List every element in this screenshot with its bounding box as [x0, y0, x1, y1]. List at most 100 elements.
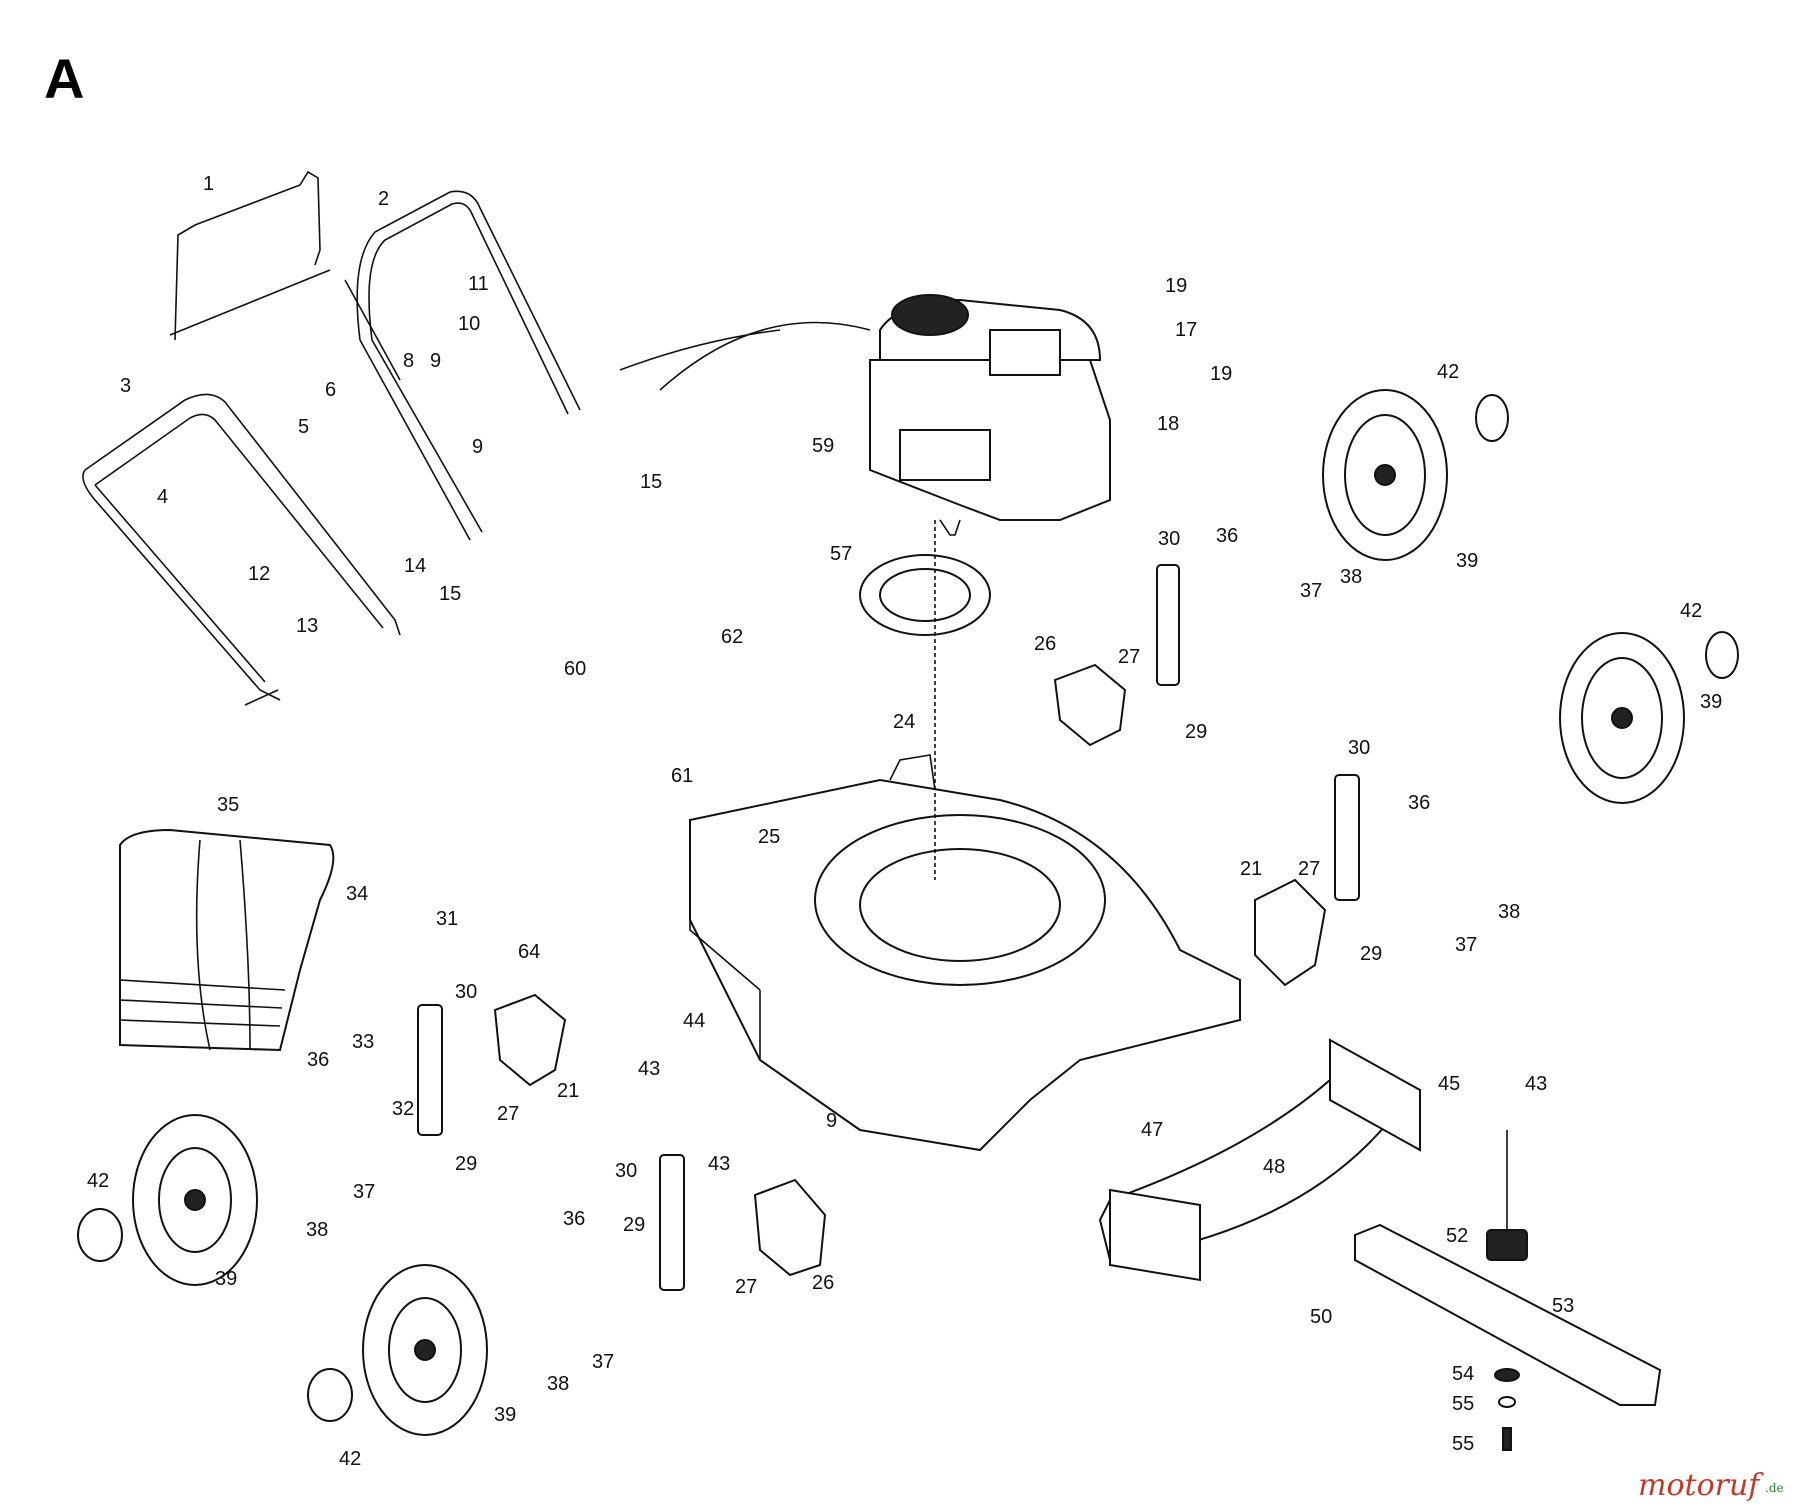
- handle-upper-part-1: [169, 170, 331, 341]
- skirt-part-47-right: [1329, 1038, 1421, 1152]
- callout-26a: 26: [1034, 633, 1056, 655]
- callout-39b: 39: [1700, 691, 1722, 713]
- sheet-label: A: [44, 47, 84, 110]
- callout-31: 31: [436, 908, 458, 930]
- callout-9: 9: [430, 350, 441, 372]
- callout-9c: 9: [826, 1110, 837, 1132]
- callout-21b: 21: [557, 1080, 579, 1102]
- callout-10: 10: [458, 313, 480, 335]
- callout-55b: 55: [1452, 1433, 1474, 1455]
- callout-42b: 42: [1680, 600, 1702, 622]
- callout-60: 60: [564, 658, 586, 680]
- callout-30b: 30: [1348, 737, 1370, 759]
- callout-37c: 37: [353, 1181, 375, 1203]
- callout-5: 5: [298, 416, 309, 438]
- callout-4: 4: [157, 486, 168, 508]
- callout-61: 61: [671, 765, 693, 787]
- lever-part-30-d: [659, 1154, 685, 1291]
- callout-27c: 27: [497, 1103, 519, 1125]
- callout-43b: 43: [708, 1153, 730, 1175]
- callout-14: 14: [404, 555, 426, 577]
- callout-2: 2: [378, 188, 389, 210]
- callout-29b: 29: [1360, 943, 1382, 965]
- callout-62: 62: [721, 626, 743, 648]
- skirt-part-48-side: [1109, 1188, 1201, 1282]
- lever-part-30-b: [1334, 774, 1360, 901]
- callout-39c: 39: [215, 1268, 237, 1290]
- callout-38a: 38: [1340, 566, 1362, 588]
- grass-bag-part-35: [119, 828, 335, 1052]
- callout-45: 45: [1438, 1073, 1460, 1095]
- callout-13: 13: [296, 615, 318, 637]
- lever-part-30-a: [1156, 564, 1180, 686]
- blade-part-53: [1354, 1223, 1662, 1406]
- callout-44: 44: [683, 1010, 705, 1032]
- callout-30a: 30: [1158, 528, 1180, 550]
- callout-3: 3: [120, 375, 131, 397]
- callout-38b: 38: [1498, 901, 1520, 923]
- callout-30d: 30: [615, 1160, 637, 1182]
- hubcap-part-42-c: [77, 1208, 123, 1262]
- callout-26b: 26: [812, 1272, 834, 1294]
- wheel-part-39-rear-right: [1322, 389, 1448, 561]
- bolt-part-55: [1502, 1427, 1512, 1451]
- callout-35: 35: [217, 794, 239, 816]
- callout-15a: 15: [640, 471, 662, 493]
- callout-50: 50: [1310, 1306, 1332, 1328]
- wheel-part-39-left-upper: [132, 1114, 258, 1286]
- callout-57: 57: [830, 543, 852, 565]
- washer-part-54: [1494, 1368, 1520, 1382]
- watermark-text: motoruf: [1638, 1468, 1764, 1503]
- callout-37d: 37: [592, 1351, 614, 1373]
- callout-29a: 29: [1185, 721, 1207, 743]
- hubcap-part-42-a: [1475, 394, 1509, 442]
- callout-42a: 42: [1437, 361, 1459, 383]
- callout-25: 25: [758, 826, 780, 848]
- callout-55a: 55: [1452, 1393, 1474, 1415]
- hubcap-part-42-b: [1705, 631, 1739, 679]
- callout-27b: 27: [1298, 858, 1320, 880]
- callout-38d: 38: [547, 1373, 569, 1395]
- adjuster-plate-part-21-left: [493, 993, 567, 1087]
- callout-labels: 1 2 3 4 5 6 8 9 10 11 12 13 14 15 15 17 …: [87, 173, 1722, 1470]
- adjuster-plate-part-26-lower: [753, 1178, 827, 1277]
- handle-lower-part-3: [82, 393, 401, 706]
- callout-52: 52: [1446, 1225, 1468, 1247]
- callout-30c: 30: [455, 981, 477, 1003]
- callout-34: 34: [346, 883, 368, 905]
- hubcap-part-42-d: [307, 1368, 353, 1422]
- callout-33: 33: [352, 1031, 374, 1053]
- callout-29d: 29: [623, 1214, 645, 1236]
- callout-43a: 43: [638, 1058, 660, 1080]
- mower-deck: [689, 754, 1241, 1152]
- callout-54: 54: [1452, 1363, 1474, 1385]
- callout-17: 17: [1175, 319, 1197, 341]
- watermark-suffix: .de: [1765, 1481, 1784, 1495]
- callout-24: 24: [893, 711, 915, 733]
- handle-upper-part-2: [344, 190, 581, 541]
- callout-36c: 36: [307, 1049, 329, 1071]
- callout-18: 18: [1157, 413, 1179, 435]
- callout-12: 12: [248, 563, 270, 585]
- callout-43c: 43: [1525, 1073, 1547, 1095]
- callout-53: 53: [1552, 1295, 1574, 1317]
- callout-39d: 39: [494, 1404, 516, 1426]
- callout-39a: 39: [1456, 550, 1478, 572]
- callout-37a: 37: [1300, 580, 1322, 602]
- callout-42d: 42: [339, 1448, 361, 1470]
- callout-21a: 21: [1240, 858, 1262, 880]
- callout-36a: 36: [1216, 525, 1238, 547]
- callout-11: 11: [468, 273, 489, 295]
- blade-adapter-part-52: [1486, 1229, 1528, 1261]
- adjuster-plate-part-26-upper: [1053, 663, 1127, 747]
- callout-27d: 27: [735, 1276, 757, 1298]
- wheel-part-39-left-lower: [362, 1264, 488, 1436]
- callout-36b: 36: [1408, 792, 1430, 814]
- engine-gasket-part-57: [859, 554, 991, 636]
- callout-9b: 9: [472, 436, 483, 458]
- callout-27a: 27: [1118, 646, 1140, 668]
- callout-29c: 29: [455, 1153, 477, 1175]
- callout-36d: 36: [563, 1208, 585, 1230]
- callout-32: 32: [392, 1098, 414, 1120]
